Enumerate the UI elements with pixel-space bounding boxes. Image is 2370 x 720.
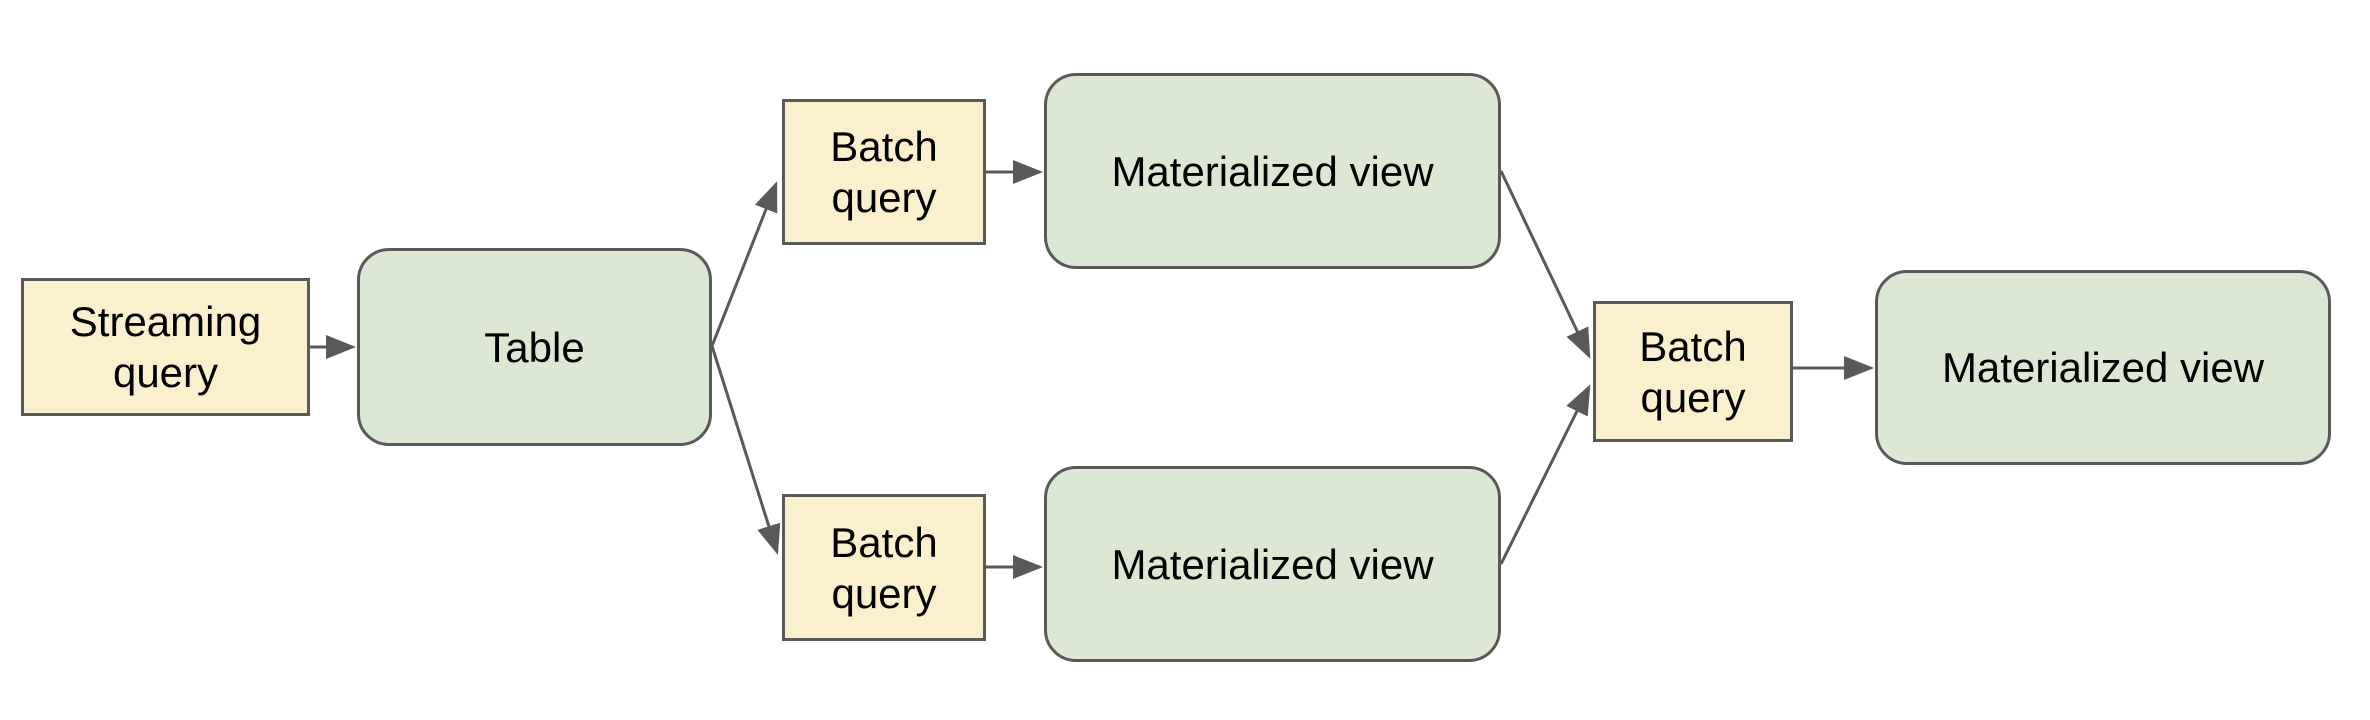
- node-materialized-view-bottom-label: Materialized view: [1111, 540, 1434, 588]
- node-table-label: Table: [484, 323, 585, 371]
- node-batch-query-top-label: Batch query: [830, 123, 938, 221]
- node-batch-query-final: Batch query: [1593, 301, 1793, 442]
- edge-table-to-batch-query-top: [710, 181, 778, 347]
- edge-materialized-view-top-to-batch-query-final: [1499, 170, 1591, 359]
- node-materialized-view-final-label: Materialized view: [1941, 344, 2265, 391]
- node-materialized-view-top: Materialized view: [1044, 73, 1501, 269]
- node-batch-query-bottom-label: Batch query: [830, 518, 938, 617]
- node-batch-query-top: Batch query: [782, 99, 986, 245]
- edge-materialized-view-bottom-to-batch-query-final: [1499, 384, 1591, 565]
- node-batch-query-bottom: Batch query: [782, 494, 986, 641]
- node-batch-query-final-label: Batch query: [1639, 322, 1747, 421]
- node-streaming-query: Streaming query: [21, 278, 310, 416]
- edge-table-to-batch-query-bottom: [710, 345, 781, 555]
- node-table: Table: [357, 248, 712, 446]
- node-materialized-view-final: Materialized view: [1875, 270, 2331, 465]
- node-streaming-query-label: Streaming query: [69, 298, 262, 396]
- node-materialized-view-top-label: Materialized view: [1111, 147, 1434, 195]
- node-materialized-view-bottom: Materialized view: [1044, 466, 1501, 662]
